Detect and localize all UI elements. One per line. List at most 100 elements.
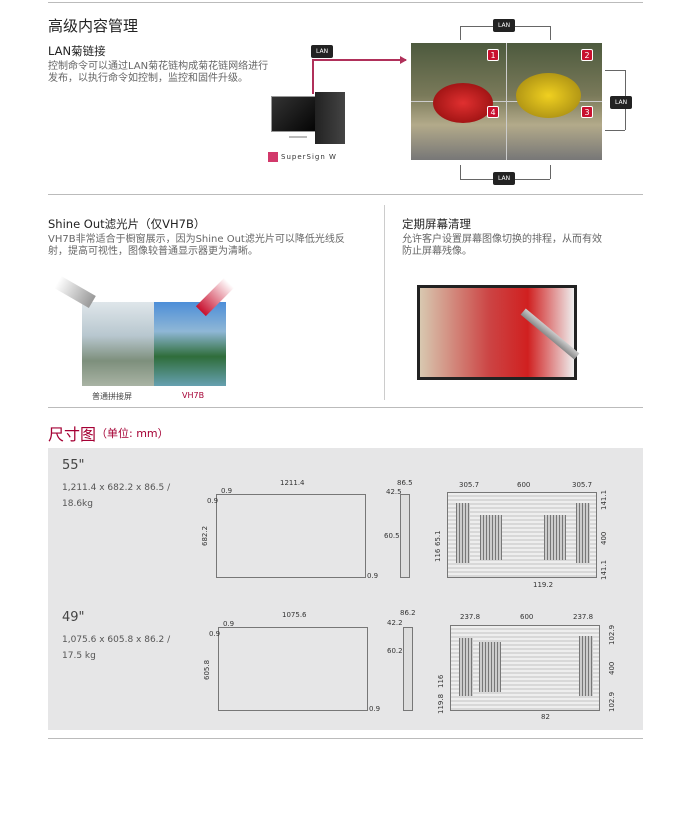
screen-clean-desc: 允许客户设置屏幕图像切换的排程，从而有效防止屏幕残像。 [402, 234, 602, 258]
shine-out-desc-line: VH7B非常适合于橱窗展示，因为Shine Out滤光片可以降低光线反 [48, 234, 345, 245]
top-divider [48, 2, 643, 3]
vent-grill [479, 642, 501, 692]
side-view [400, 494, 410, 578]
dim-back: 65.1 [434, 530, 442, 546]
screen-badge: 1 [487, 49, 499, 61]
dim-back: 400 [608, 661, 616, 675]
dim-bezel: 0.9 [367, 572, 379, 580]
lan-connector-line [460, 165, 461, 179]
dim-depth: 86.5 [397, 479, 413, 487]
shine-out-image [82, 302, 226, 386]
supersign-logo: SuperSign W [268, 152, 337, 162]
lan-label: LAN [610, 96, 633, 109]
dim-back: 119.8 [437, 693, 445, 714]
dim-back: 119.2 [533, 581, 554, 589]
dim-depth: 42.5 [386, 488, 402, 496]
divider [48, 407, 643, 408]
model-size: 55" [62, 458, 85, 473]
model-spec-line: 18.6kg [62, 499, 93, 509]
dim-back: 237.8 [460, 613, 481, 621]
lan-desc-line: 发布，以执行命令如控制，监控和固件升级。 [48, 73, 248, 84]
screen-badge: 4 [487, 106, 499, 118]
screen-badge: 2 [581, 49, 593, 61]
monitor-stand [289, 132, 307, 138]
model-spec: 1,075.6 x 605.8 x 86.2 / 17.5 kg [62, 632, 170, 664]
vertical-divider [384, 205, 385, 400]
dim-back: 237.8 [573, 613, 594, 621]
model-spec-line: 17.5 kg [62, 651, 96, 661]
dim-bezel: 0.9 [207, 497, 219, 505]
vent-grill [459, 638, 473, 696]
shine-out-desc-line: 射，提高可视性，图像较普通显示器更为清晰。 [48, 246, 258, 257]
model-spec-line: 1,075.6 x 605.8 x 86.2 / [62, 635, 171, 645]
lan-cable [312, 59, 406, 61]
vent-grill [544, 515, 566, 560]
normal-screen-image [82, 302, 154, 386]
dim-depth: 42.2 [387, 619, 403, 627]
monitor-screen [271, 96, 323, 132]
lan-connector-line [460, 26, 461, 40]
dim-back: 141.1 [600, 559, 608, 580]
vent-grill [576, 503, 590, 563]
dim-back: 400 [600, 531, 608, 545]
bottom-divider [48, 738, 643, 739]
dim-width: 1075.6 [282, 611, 307, 619]
vent-grill [480, 515, 502, 560]
dim-bezel: 0.9 [221, 487, 233, 495]
front-view [218, 627, 368, 711]
dim-back: 305.7 [572, 481, 593, 489]
yellow-motorcycle [516, 73, 581, 118]
dim-bezel: 0.9 [223, 620, 235, 628]
lan-desc-line: 控制命令可以通过LAN菊花链构成菊花链网络进行 [48, 61, 269, 72]
dim-back: 102.9 [608, 624, 616, 645]
red-motorcycle [433, 83, 493, 123]
vent-grill [579, 636, 593, 696]
lan-label: LAN [493, 172, 516, 185]
screen-clean-title: 定期屏幕清理 [402, 217, 471, 231]
model-size: 49" [62, 610, 85, 625]
dim-back: 102.9 [608, 691, 616, 712]
dimensions-title: 尺寸图 [48, 425, 97, 444]
dim-width: 1211.4 [280, 479, 305, 487]
front-view [216, 494, 366, 578]
dim-height: 605.8 [203, 659, 211, 680]
section-title: 高级内容管理 [48, 17, 139, 35]
lan-desc: 控制命令可以通过LAN菊花链构成菊花链网络进行发布，以执行命令如控制，监控和固件… [48, 61, 268, 85]
dim-back: 116 [437, 674, 445, 688]
vent-grill [456, 503, 470, 563]
dimensions-unit: （单位: mm） [96, 427, 169, 440]
dim-side: 60.5 [384, 532, 400, 540]
screen-clean-desc-line: 允许客户设置屏幕图像切换的排程，从而有效 [402, 234, 602, 245]
label-normal: 普通拼接屏 [92, 392, 132, 401]
pc-image [271, 92, 351, 147]
lan-connector-line [605, 70, 625, 71]
screen-clean-desc-line: 防止屏幕残像。 [402, 246, 472, 257]
dim-side: 60.2 [387, 647, 403, 655]
dim-back: 305.7 [459, 481, 480, 489]
video-wall-image: 1 2 3 4 [411, 43, 602, 160]
dim-back: 600 [517, 481, 531, 489]
screen-seam [411, 101, 602, 102]
shine-out-desc: VH7B非常适合于橱窗展示，因为Shine Out滤光片可以降低光线反射，提高可… [48, 234, 345, 258]
light-arrow-icon [54, 275, 96, 309]
supersign-logo-mark [268, 152, 278, 162]
arrow-icon [400, 56, 407, 64]
shine-out-title: Shine Out滤光片（仅VH7B） [48, 217, 206, 231]
pc-tower [315, 92, 345, 144]
supersign-logo-text: SuperSign W [281, 153, 337, 161]
dim-back: 141.1 [600, 489, 608, 510]
back-view [447, 492, 597, 578]
dim-back: 116 [434, 548, 442, 562]
dim-depth: 86.2 [400, 609, 416, 617]
dim-height: 682.2 [201, 525, 209, 546]
dim-back: 82 [541, 713, 550, 721]
divider [48, 194, 643, 195]
dim-bezel: 0.9 [209, 630, 221, 638]
dim-back: 600 [520, 613, 534, 621]
label-vh7b: VH7B [182, 391, 205, 400]
lan-connector-line [605, 130, 625, 131]
vh7b-screen-image [154, 302, 226, 386]
lan-cable [312, 59, 314, 94]
model-spec: 1,211.4 x 682.2 x 86.5 /18.6kg [62, 480, 170, 512]
side-view [403, 627, 413, 711]
